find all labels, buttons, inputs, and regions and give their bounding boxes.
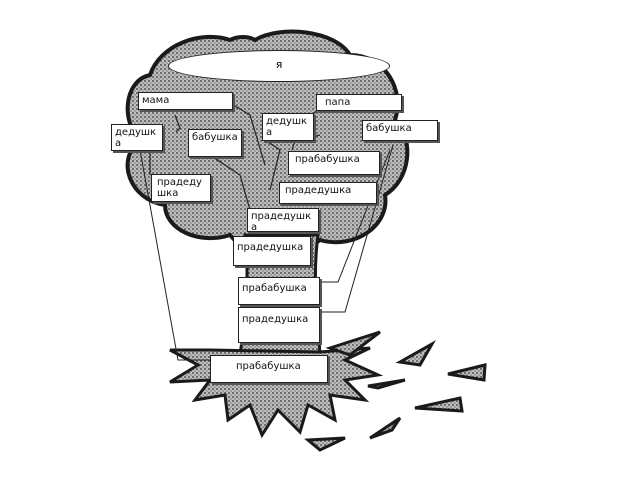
node-prababushka-root: прабабушка [210, 355, 328, 383]
falling-leaves [304, 330, 487, 452]
node-prababushka-trunk: прабабушка [238, 277, 320, 305]
node-dedushka-left: дедушка [111, 124, 163, 151]
node-dedushka-right: дедушка [262, 113, 314, 141]
node-mama: мама [138, 92, 233, 110]
node-pradedushka-right: прадедушка [279, 182, 377, 204]
node-babushka-mama: бабушка [188, 129, 242, 157]
node-pradedushka-left: прадедушка [151, 174, 211, 202]
node-papa: папа [316, 94, 402, 111]
node-pradedushka-trunk-2: прадедушка [238, 307, 320, 343]
node-prababushka-1: прабабушка [288, 151, 380, 175]
node-pradedushka-trunk-1: прадедушка [233, 236, 311, 266]
node-pradedushka-mid: прадедушка [247, 208, 319, 232]
node-babushka-right: бабушка [362, 120, 438, 141]
node-self: я [168, 50, 390, 82]
